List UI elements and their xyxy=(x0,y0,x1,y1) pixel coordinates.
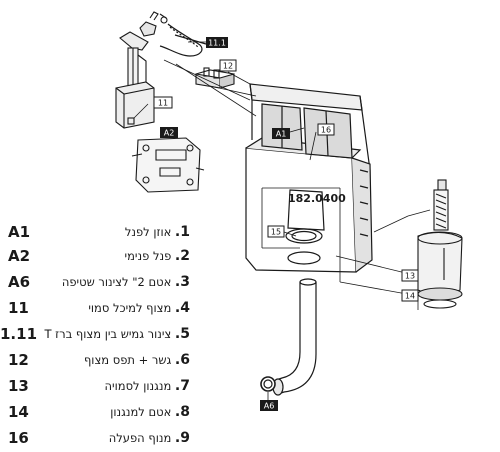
callout-12: 12 xyxy=(219,59,237,72)
legend-number: 8. xyxy=(174,404,190,420)
legend-description: צינור גמיש בין מצוף ברז T xyxy=(44,327,172,341)
t-valve-drawing xyxy=(139,11,168,37)
legend-code: 13 xyxy=(8,377,29,395)
cistern-tank-drawing xyxy=(245,83,373,273)
flush-pipe-drawing xyxy=(260,278,317,396)
callout-12-text: 12 xyxy=(223,62,233,71)
callout-A6-text: A6 xyxy=(264,402,275,411)
callout-15: 15 xyxy=(267,225,285,238)
legend-row: A2 2. פנל פנימי xyxy=(0,244,200,268)
callout-15-text: 15 xyxy=(271,228,281,237)
legend-code: A2 xyxy=(8,247,31,265)
legend-row: 14 8. אטם למנגנון xyxy=(0,400,200,424)
legend-number: 1. xyxy=(174,224,190,240)
legend-description: מנגנון לסמויה xyxy=(104,379,172,393)
legend-code: 12 xyxy=(8,351,29,369)
callout-11: 11 xyxy=(153,96,173,109)
callout-11-1: 11.1 xyxy=(206,37,228,48)
legend-row: A6 3. אטם 2" לצינור שטיפה xyxy=(0,270,200,294)
model-number-text: 182.0400 xyxy=(288,192,346,205)
legend-row: A1 1. אוזן לפנל xyxy=(0,220,200,244)
legend-row: 11 4. מצוף למיכל סמוי xyxy=(0,296,200,320)
legend-description: פנל פנימי xyxy=(124,249,172,263)
legend-number: 5. xyxy=(174,326,190,342)
callout-16-text: 16 xyxy=(321,126,331,135)
callout-14-text: 14 xyxy=(405,292,415,301)
legend-code: A1 xyxy=(8,223,31,241)
legend-code: 16 xyxy=(8,429,29,447)
callout-11-text: 11 xyxy=(158,99,168,108)
legend-description: אוזן לפנל xyxy=(124,225,172,239)
legend-number: 7. xyxy=(174,378,190,394)
legend-code: 11 xyxy=(8,299,29,317)
bridge-clip-drawing xyxy=(195,67,235,89)
flexible-hose-drawing xyxy=(159,23,207,57)
callout-A1-text: A1 xyxy=(276,130,287,139)
legend-code: 14 xyxy=(8,403,29,421)
callout-14: 14 xyxy=(401,289,419,302)
callout-A2: A2 xyxy=(160,127,178,138)
legend-description: אטם 2" לצינור שטיפה xyxy=(61,275,172,289)
callout-13: 13 xyxy=(401,269,419,282)
callout-11-1-text: 11.1 xyxy=(208,39,226,48)
flush-valve-drawing xyxy=(417,179,463,309)
legend-row: 16 9. מנוף הפעלה xyxy=(0,426,200,450)
legend-description: גשר + תפס מצוף xyxy=(83,353,172,367)
legend-number: 9. xyxy=(174,430,190,446)
legend-row: 13 7. מנגנון לסמויה xyxy=(0,374,200,398)
callout-A6: A6 xyxy=(260,400,278,411)
parts-legend: A1 1. אוזן לפנל A2 2. פנל פנימי A6 3. אט… xyxy=(0,220,200,452)
legend-number: 3. xyxy=(174,274,190,290)
legend-description: אטם למנגנון xyxy=(110,405,172,419)
legend-row: 12 6. גשר + תפס מצוף xyxy=(0,348,200,372)
legend-code: A6 xyxy=(8,273,31,291)
inner-panel-drawing xyxy=(131,137,205,193)
callout-16: 16 xyxy=(317,123,335,136)
legend-number: 2. xyxy=(174,248,190,264)
legend-number: 4. xyxy=(174,300,190,316)
model-number-label: 182.0400 xyxy=(288,192,346,205)
legend-code: 1.11 xyxy=(0,325,38,343)
legend-description: מצוף למיכל סמוי xyxy=(88,301,172,315)
legend-description: מנוף הפעלה xyxy=(108,431,172,445)
callout-A2-text: A2 xyxy=(164,129,175,138)
float-valve-drawing xyxy=(115,31,155,129)
legend-row: 1.11 5. צינור גמיש בין מצוף ברז T xyxy=(0,322,200,346)
legend-number: 6. xyxy=(174,352,190,368)
callout-A1: A1 xyxy=(272,128,290,139)
callout-13-text: 13 xyxy=(405,272,415,281)
